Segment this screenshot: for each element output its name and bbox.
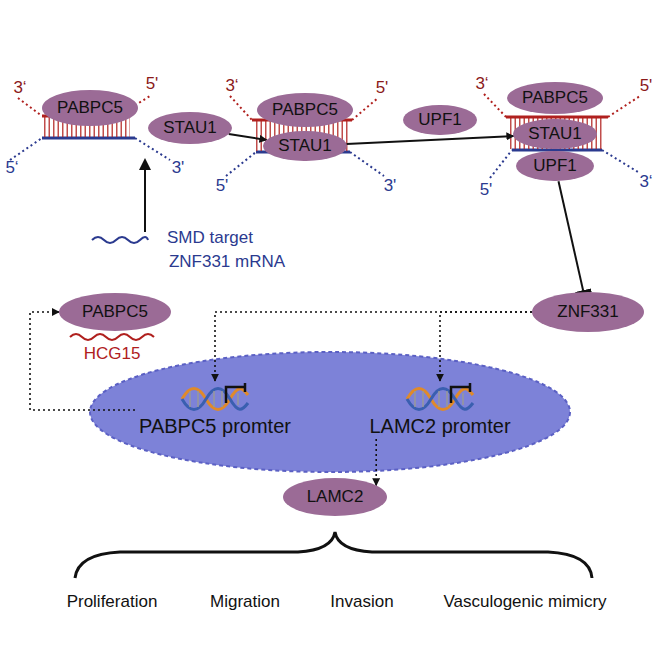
strand-end-label: 5‘ xyxy=(5,159,18,178)
node-text: PABPC5 xyxy=(272,101,338,120)
node-text: UPF1 xyxy=(533,157,576,176)
outcome-label: Proliferation xyxy=(67,593,158,612)
protein-ellipse: UPF1 xyxy=(516,151,594,182)
protein-ellipse: STAU1 xyxy=(263,131,347,162)
strand-end-label: 3' xyxy=(172,159,185,178)
protein-ellipse: ZNF331 xyxy=(532,292,644,332)
strand-end-label: 3‘ xyxy=(13,79,26,98)
node-text: LAMC2 promter xyxy=(369,415,510,437)
node-text: STAU1 xyxy=(278,137,332,156)
arrow-head xyxy=(139,158,151,170)
protein-ellipse: PABPC5 xyxy=(42,90,138,126)
promoter-box: PABPC5 promter xyxy=(135,381,295,439)
mrna-wave xyxy=(92,237,148,243)
node-text: ZNF331 xyxy=(557,303,618,322)
protein-ellipse: UPF1 xyxy=(403,105,477,136)
node-text: STAU1 xyxy=(528,125,582,144)
node-text: PABPC5 xyxy=(522,89,588,108)
node-text: UPF1 xyxy=(418,111,461,130)
arrow-connector xyxy=(375,439,377,485)
strand-end-label: 3' xyxy=(384,177,397,196)
node-text: LAMC2 xyxy=(307,488,364,507)
protein-ellipse: STAU1 xyxy=(513,119,597,150)
outcome-label: Invasion xyxy=(330,593,393,612)
promoter-box: LAMC2 promter xyxy=(365,381,514,439)
protein-ellipse: STAU1 xyxy=(148,112,232,144)
arrow-connector xyxy=(440,312,532,381)
strand-end-label: 5' xyxy=(216,177,229,196)
protein-ellipse: PABPC5 xyxy=(59,293,171,331)
lncrna-wave xyxy=(70,334,154,340)
node-text: PABPC5 xyxy=(57,99,123,118)
outcome-label: Migration xyxy=(210,593,280,612)
node-text: PABPC5 promter xyxy=(139,415,291,437)
strand-end-label: 3‘ xyxy=(475,75,488,94)
outcome-label: Vasculogenic mimicry xyxy=(443,593,606,612)
strand-end-label: 5' xyxy=(376,79,389,98)
strand-end-label: 5' xyxy=(640,77,653,96)
strand-end-label: 5' xyxy=(480,181,493,200)
inhibition-connector xyxy=(559,181,584,292)
rna-label: ZNF331 mRNA xyxy=(169,253,285,272)
protein-ellipse: PABPC5 xyxy=(507,82,603,114)
protein-ellipse: PABPC5 xyxy=(257,93,353,127)
brace xyxy=(75,532,592,578)
arrow-connector xyxy=(215,312,532,381)
strand-end-label: 5' xyxy=(146,75,159,94)
arrow-connector xyxy=(229,134,267,140)
node-text: STAU1 xyxy=(163,119,217,138)
dna-icon xyxy=(180,383,250,415)
rna-label: HCG15 xyxy=(84,345,141,364)
dna-icon xyxy=(405,383,475,415)
protein-ellipse: LAMC2 xyxy=(283,478,387,516)
nucleus xyxy=(90,352,570,472)
arrow-connector xyxy=(346,136,513,144)
rna-label: SMD target xyxy=(167,229,253,248)
node-text: PABPC5 xyxy=(82,303,148,322)
strand-end-label: 3‘ xyxy=(225,77,238,96)
arrow-line xyxy=(144,168,146,232)
strand-end-label: 3‘ xyxy=(639,173,652,192)
